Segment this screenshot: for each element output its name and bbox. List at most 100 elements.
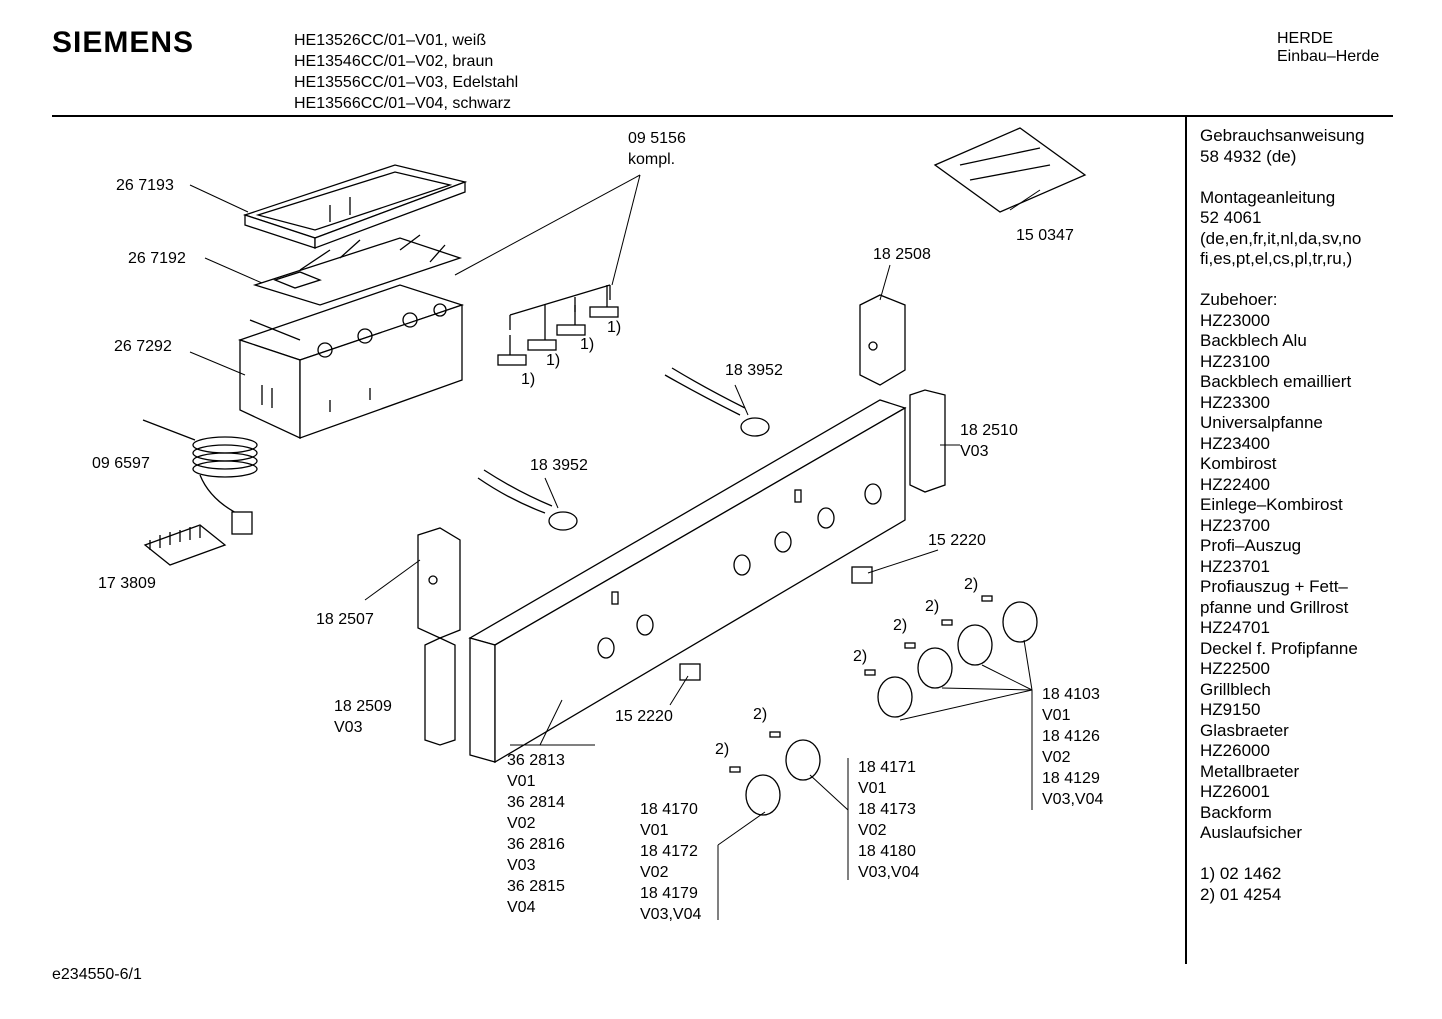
note-marker: 1) [546,352,561,369]
label-line: V03 [507,857,536,874]
thermostat-drawing [142,419,258,535]
label-line: V03,V04 [1042,791,1104,808]
accessory-line: HZ23700 [1200,515,1270,535]
accessory-line: HZ23100 [1200,351,1270,371]
lamp-upper-drawing [664,367,770,437]
label-line: 18 4173 [858,801,916,818]
accessory-line: HZ23701 [1200,556,1270,576]
accessory-line: HZ23400 [1200,433,1270,453]
accessory-line: Kombirost [1200,454,1277,473]
label-182510: 18 2510 V03 [960,420,1018,462]
note-marker: 2) [964,576,979,593]
label-line: 18 4171 [858,759,916,776]
document-code: e234550-6/1 [52,966,142,983]
note-marker: 1) [580,336,595,353]
accessory-line: HZ22400 [1200,474,1270,494]
note-marker: 1) [607,319,622,336]
header-divider [52,115,1393,117]
label-line: 18 4172 [640,843,698,860]
spacer [1200,270,1364,291]
manual-line: (de,en,fr,it,nl,da,sv,no [1200,228,1362,248]
accessory-line: HZ23000 [1200,310,1270,330]
label-183952-lower: 18 3952 [530,457,588,474]
label-line: 18 2509 [334,698,392,715]
label-line: V02 [640,864,669,881]
accessory-line: Metallbraeter [1200,761,1300,781]
label-line: kompl. [628,151,676,168]
label-182507: 18 2507 [316,611,374,628]
label-150347: 15 0347 [1016,227,1074,244]
label-184171: 18 4171 V01 18 4173 V02 18 4180 V03,V04 [858,757,919,883]
spacer [1200,844,1364,865]
strip-left-drawing [424,637,456,746]
label-267292: 26 7292 [114,338,172,355]
label-line: V02 [858,822,887,839]
label-line: V02 [1042,749,1071,766]
label-line: V02 [507,815,536,832]
leader-lines [189,174,1041,920]
accessory-line: HZ26001 [1200,782,1270,801]
accessory-line: Backblech Alu [1200,331,1307,350]
accessories-title: Zubehoer: [1200,290,1278,309]
label-line: V03 [960,443,989,460]
footnote: 1) 02 1462 [1200,864,1282,883]
accessory-line: HZ23300 [1200,392,1270,412]
model-line: HE13566CC/01–V04, schwarz [294,95,512,112]
accessory-line: Grillblech [1200,679,1271,699]
accessory-line: HZ24701 [1200,618,1270,637]
label-line: 18 4180 [858,843,916,860]
label-152220-upper: 15 2220 [928,532,986,549]
label-182509: 18 2509 V03 [334,696,392,738]
label-096597: 09 6597 [92,455,150,472]
note-marker: 2) [925,598,940,615]
manual-line: 58 4932 (de) [1200,146,1297,166]
label-line: V01 [507,773,536,790]
push-switch-upper-drawing [851,566,873,584]
manual-line: Montageanleitung [1200,187,1336,207]
category-line: Einbau–Herde [1277,48,1380,65]
knob-group-bottom-drawing [729,731,821,816]
sidebar: Gebrauchsanweisung 58 4932 (de) Montagea… [1200,126,1364,905]
label-line: V03 [334,719,363,736]
label-173809: 17 3809 [98,575,156,592]
exploded-diagram [142,127,1087,920]
switch-housing-drawing [237,284,465,440]
control-panel-drawing [468,399,907,764]
accessory-line: Einlege–Kombirost [1200,495,1343,514]
label-line: 18 4103 [1042,686,1100,703]
accessory-line: Backblech emailliert [1200,372,1352,391]
switch-set-drawing [497,284,619,366]
note-marker: 2) [853,648,868,665]
accessory-line: HZ26000 [1200,741,1270,760]
label-line: 18 4129 [1042,770,1100,787]
model-list: HE13526CC/01–V01, weiß HE13546CC/01–V02,… [294,30,518,114]
label-line: V01 [1042,707,1071,724]
strip-right-drawing [909,389,946,493]
accessory-line: Glasbraeter [1200,720,1289,740]
terminal-block-drawing [143,524,227,566]
label-182508: 18 2508 [873,246,931,263]
manual-line: 52 4061 [1200,208,1262,227]
label-line: 18 4179 [640,885,698,902]
label-152220-lower: 15 2220 [615,708,673,725]
label-line: V04 [507,899,536,916]
accessory-line: pfanne und Grillrost [1200,597,1349,617]
push-switch-lower-drawing [679,663,701,681]
label-line: 18 4126 [1042,728,1100,745]
label-line: 18 4170 [640,801,698,818]
label-184170: 18 4170 V01 18 4172 V02 18 4179 V03,V04 [640,799,701,925]
lamp-lower-drawing [477,469,578,531]
note-marker: 2) [753,706,768,723]
screw-bag-drawing [933,127,1087,213]
label-line: 18 2510 [960,422,1018,439]
label-line: 36 2814 [507,794,565,811]
note-marker: 2) [893,617,908,634]
manual-line: Gebrauchsanweisung [1200,126,1365,145]
label-267192: 26 7192 [128,250,186,267]
accessory-line: Auslaufsicher [1200,823,1303,842]
label-line: V03,V04 [640,906,702,923]
bracket-right-drawing [859,294,906,386]
accessory-line: Universalpfanne [1200,413,1323,432]
manual-line: fi,es,pt,el,cs,pl,tr,ru,) [1200,249,1353,268]
